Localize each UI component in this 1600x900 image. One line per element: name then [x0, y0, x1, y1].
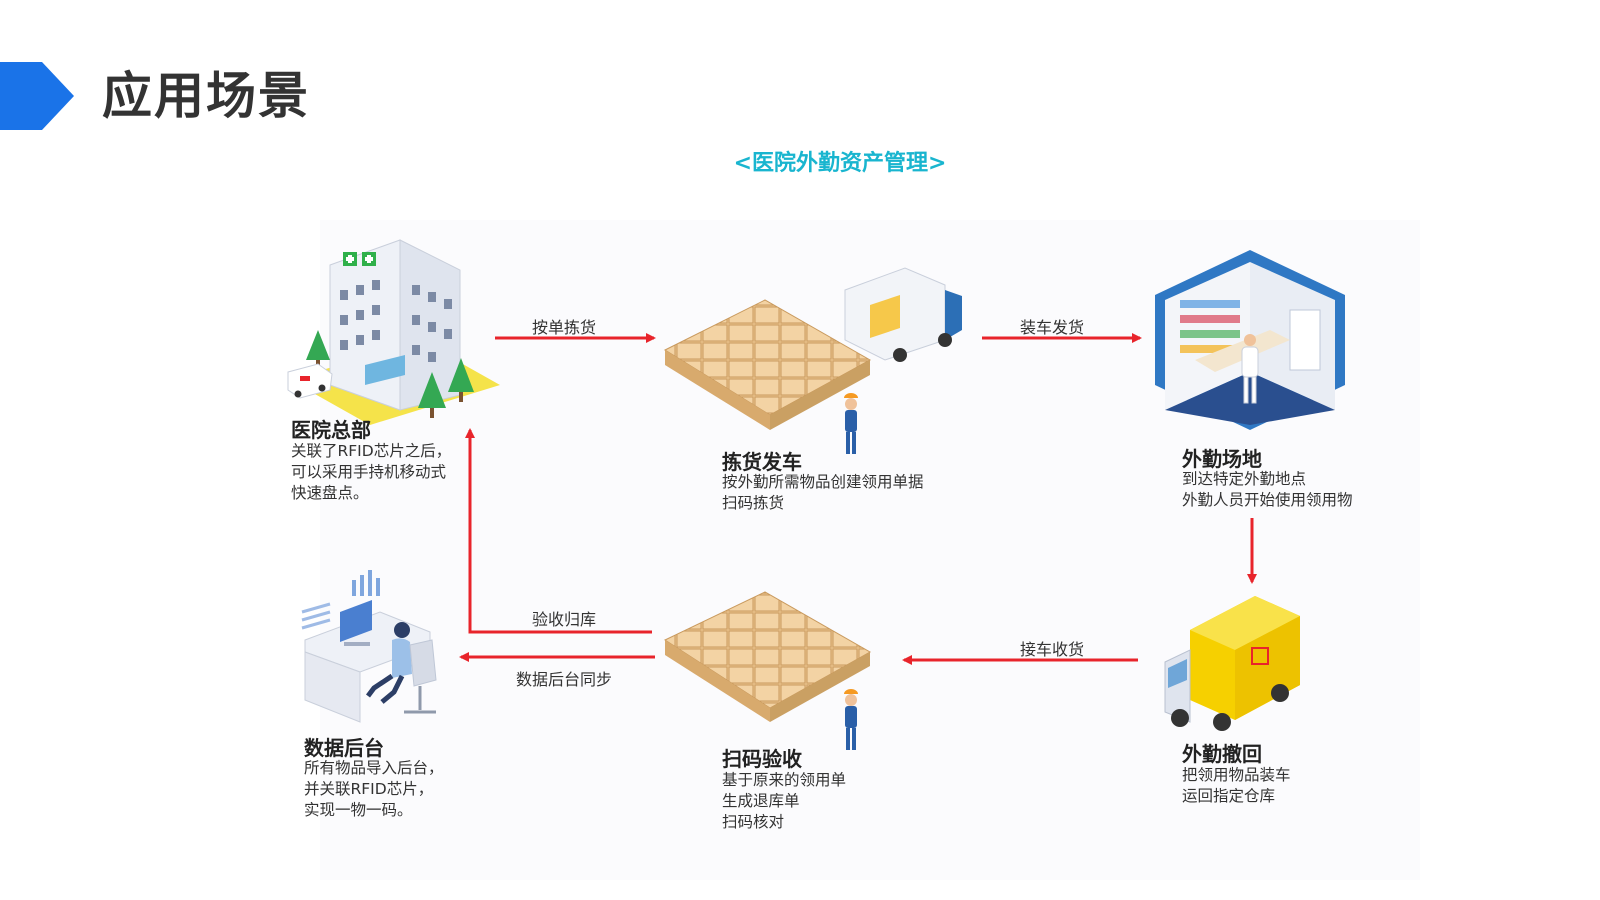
header-accent-arrow-icon [0, 62, 74, 130]
node-desc-line: 所有物品导入后台， [304, 759, 444, 777]
edge-label-scan-backend: 数据后台同步 [516, 670, 613, 689]
edge-label-return-scan: 接车收货 [1020, 640, 1085, 659]
warehouse-boxes-worker-icon [663, 591, 872, 750]
node-desc-line: 到达特定外勤地点 [1182, 470, 1307, 488]
node-title-field: 外勤场地 [1182, 447, 1262, 471]
page-title: 应用场景 [102, 67, 310, 125]
node-title-scan: 扫码验收 [722, 747, 802, 771]
node-desc-field: 到达特定外勤地点 外勤人员开始使用领用物 [1182, 469, 1353, 511]
node-desc-line: 生成退库单 [722, 792, 800, 810]
field-clinic-room-icon [1155, 250, 1345, 430]
worker-icon [844, 393, 858, 454]
delivery-van-icon [844, 267, 962, 362]
delivery-truck-icon [1164, 596, 1300, 731]
node-desc-backend: 所有物品导入后台， 并关联RFID芯片， 实现一物一码。 [304, 758, 444, 821]
node-desc-hq: 关联了RFID芯片之后， 可以采用手持机移动式 快速盘点。 [291, 441, 451, 504]
node-desc-line: 可以采用手持机移动式 [291, 463, 447, 481]
node-title-hq: 医院总部 [291, 418, 371, 442]
warehouse-boxes-truck-icon [663, 267, 962, 454]
node-desc-line: 运回指定仓库 [1182, 787, 1276, 805]
edge-label-pick-field: 装车发货 [1020, 318, 1085, 337]
node-title-return: 外勤撤回 [1182, 742, 1262, 766]
node-desc-line: 把领用物品装车 [1182, 766, 1291, 784]
edge-arrow-scan-hq [465, 428, 652, 634]
flow-arrows [459, 333, 1257, 665]
node-desc-pick: 按外勤所需物品创建领用单据 扫码拣货 [722, 472, 924, 514]
node-desc-line: 快速盘点。 [291, 484, 369, 502]
office-computer-worker-icon [301, 570, 437, 723]
doctor-icon [1241, 334, 1259, 404]
node-desc-scan: 基于原来的领用单 生成退库单 扫码核对 [722, 770, 846, 833]
diagram-subtitle: <医院外勤资产管理> [733, 151, 947, 176]
node-desc-line: 基于原来的领用单 [722, 771, 847, 789]
node-title-pick: 拣货发车 [722, 450, 802, 474]
node-desc-line: 按外勤所需物品创建领用单据 [722, 473, 924, 491]
node-desc-line: 扫码核对 [722, 813, 785, 831]
node-desc-line: 外勤人员开始使用领用物 [1182, 491, 1353, 509]
node-desc-line: 扫码拣货 [722, 494, 785, 512]
node-desc-line: 实现一物一码。 [304, 801, 413, 819]
node-desc-return: 把领用物品装车 运回指定仓库 [1182, 765, 1291, 807]
edge-label-scan-hq: 验收归库 [532, 610, 597, 629]
node-desc-line: 关联了RFID芯片之后， [291, 442, 452, 460]
node-title-backend: 数据后台 [304, 736, 384, 760]
hospital-building-icon [287, 239, 500, 425]
worker-icon [844, 689, 858, 750]
node-desc-line: 并关联RFID芯片， [304, 780, 434, 798]
edge-label-hq-pick: 按单拣货 [532, 318, 597, 337]
